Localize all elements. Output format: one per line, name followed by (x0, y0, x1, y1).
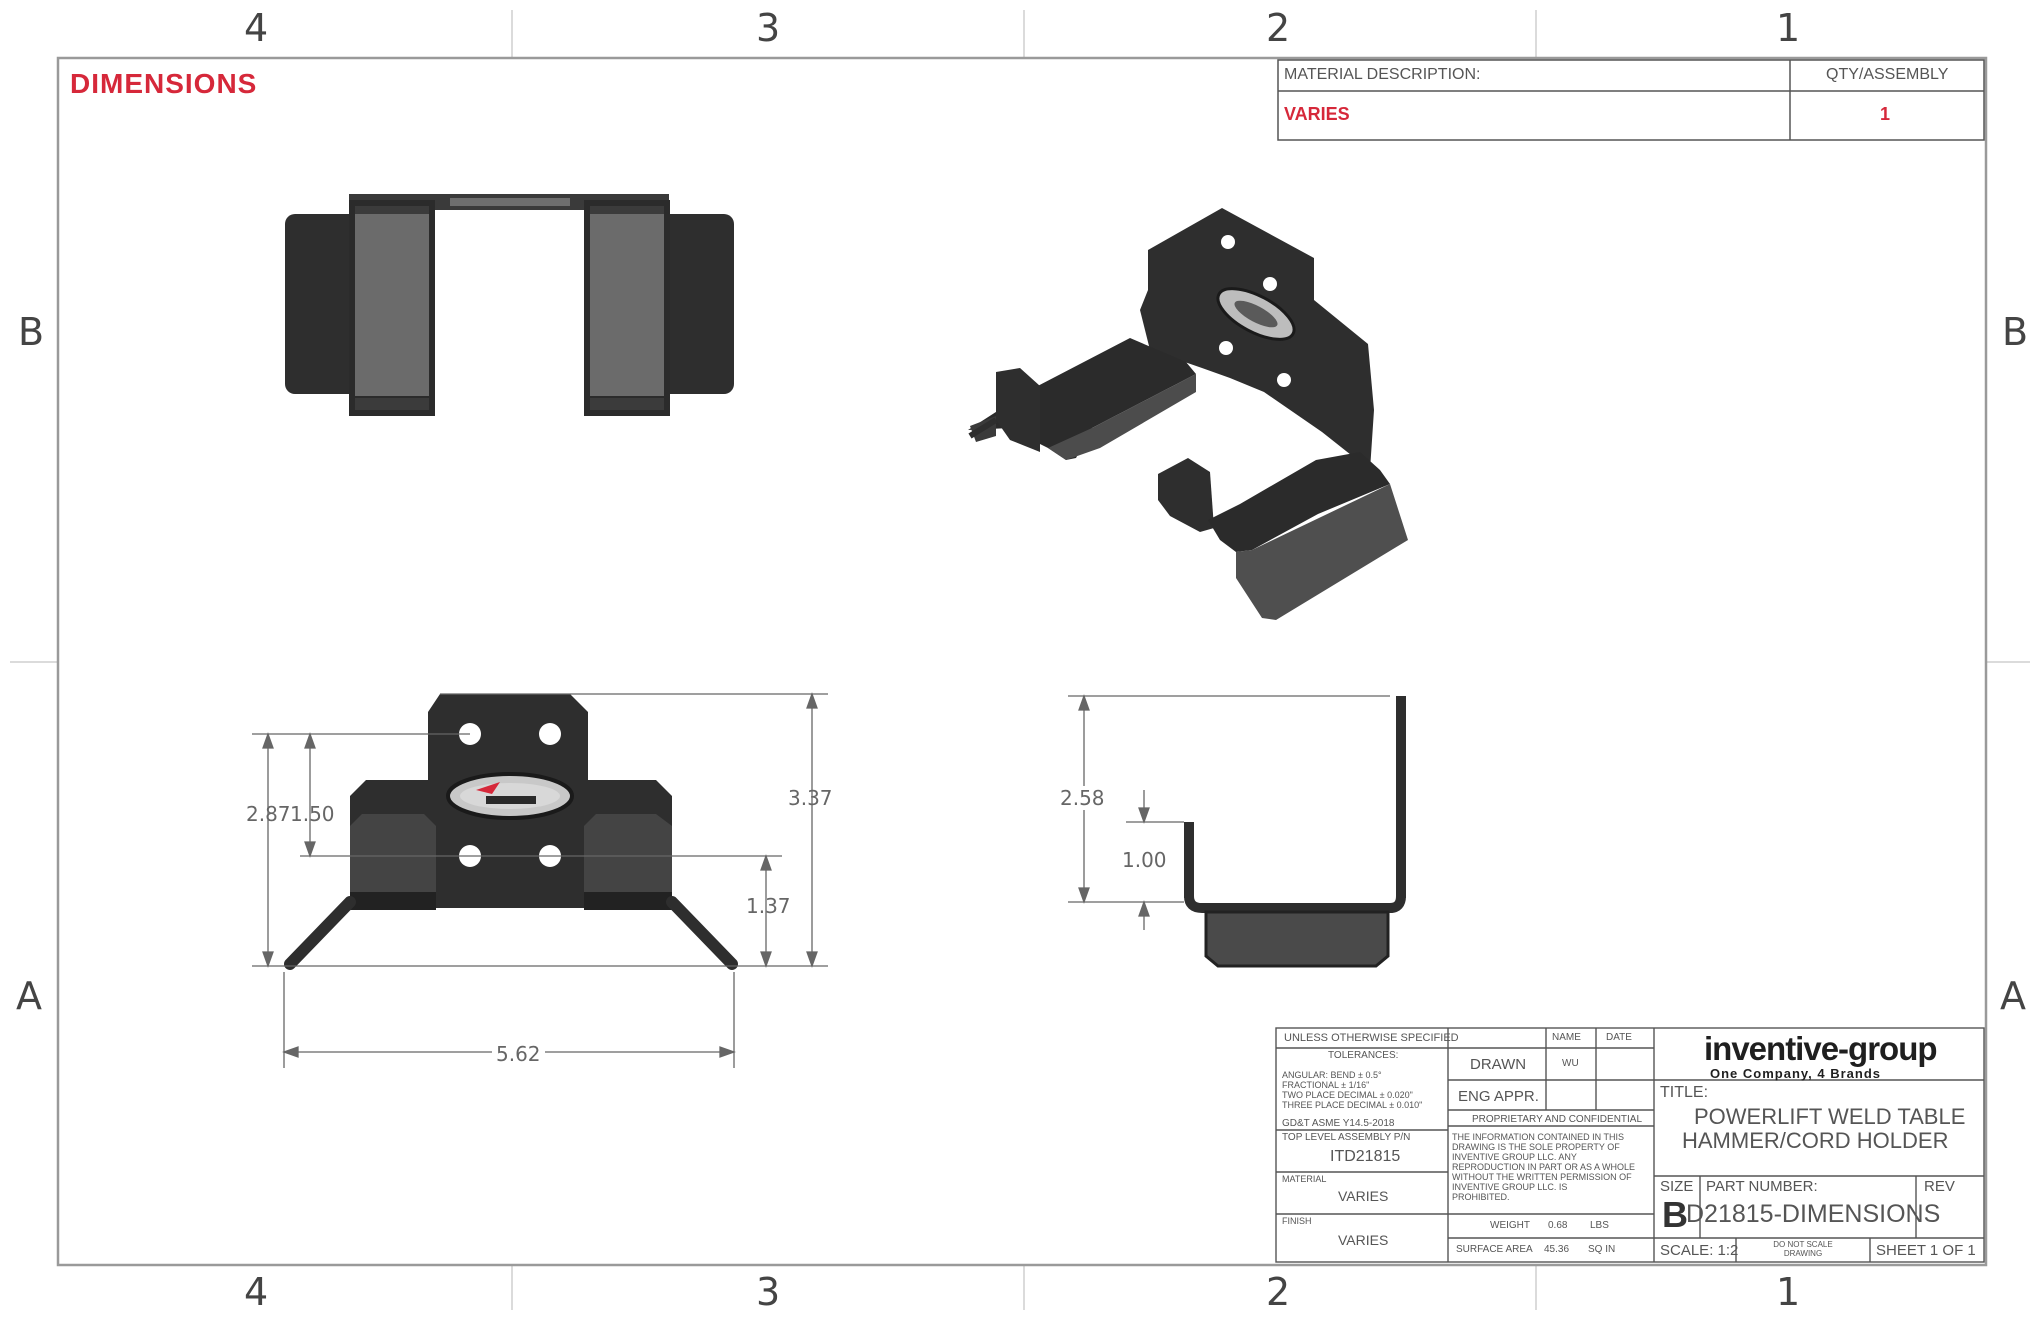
tolerance-two-place: TWO PLACE DECIMAL ± 0.020" (1282, 1090, 1413, 1100)
zone-col-3-top: 3 (756, 6, 781, 50)
proprietary-header: PROPRIETARY AND CONFIDENTIAL (1472, 1114, 1643, 1125)
dim-height: 2.87 (246, 802, 291, 826)
material-block (1277, 59, 1985, 141)
dim-hole-spacing: 1.50 (290, 802, 335, 826)
proprietary-line-1: THE INFORMATION CONTAINED IN THIS (1452, 1132, 1625, 1142)
proprietary-line-3: INVENTIVE GROUP LLC. ANY (1452, 1152, 1577, 1162)
dim-overall-height: 3.37 (788, 786, 833, 810)
name-header: NAME (1552, 1032, 1581, 1043)
title-line-2: HAMMER/CORD HOLDER (1682, 1128, 1949, 1153)
tolerance-fractional: FRACTIONAL ± 1/16" (1282, 1080, 1370, 1090)
zone-row-a-right: A (2000, 974, 2026, 1018)
proprietary-line-2: DRAWING IS THE SOLE PROPERTY OF (1452, 1142, 1620, 1152)
tolerances-label: TOLERANCES: (1328, 1050, 1399, 1061)
zone-col-2-top: 2 (1266, 6, 1291, 50)
zone-col-1-bottom: 1 (1776, 1270, 1801, 1314)
top-view (285, 194, 734, 416)
date-header: DATE (1606, 1032, 1632, 1043)
proprietary-line-4: REPRODUCTION IN PART OR AS A WHOLE (1452, 1162, 1636, 1172)
title-block (1275, 1027, 1985, 1263)
material-label: MATERIAL (1282, 1174, 1327, 1184)
dim-side-lip: 1.00 (1122, 848, 1167, 872)
eng-appr-label: ENG APPR. (1458, 1088, 1539, 1105)
material-desc-value: VARIES (1284, 104, 1350, 124)
surface-area-unit: SQ IN (1588, 1244, 1616, 1255)
qty-value: 1 (1880, 104, 1891, 124)
rev-label: REV (1924, 1178, 1955, 1195)
sheet-number: SHEET 1 OF 1 (1876, 1242, 1976, 1259)
size-label: SIZE (1660, 1178, 1694, 1195)
zone-col-3-bottom: 3 (756, 1270, 781, 1314)
side-view (1184, 696, 1406, 968)
do-not-scale: DO NOT SCALE DRAWING (1773, 1240, 1833, 1258)
isometric-view (968, 208, 1408, 620)
surface-area-value: 45.36 (1544, 1244, 1570, 1255)
part-number-label: PART NUMBER: (1706, 1178, 1818, 1195)
tolerance-angular: ANGULAR: BEND ± 0.5° (1282, 1070, 1382, 1080)
proprietary-line-7: PROHIBITED. (1452, 1192, 1510, 1202)
dim-side-height: 2.58 (1060, 786, 1105, 810)
tolerance-three-place: THREE PLACE DECIMAL ± 0.010" (1282, 1100, 1423, 1110)
qty-header: QTY/ASSEMBLY (1826, 66, 1949, 83)
unless-specified: UNLESS OTHERWISE SPECIFIED (1284, 1032, 1459, 1044)
weight-value: 0.68 (1548, 1220, 1568, 1231)
brand-logo: inventive-group (1704, 1030, 1938, 1067)
brand-tagline: One Company, 4 Brands (1710, 1066, 1882, 1081)
scale: SCALE: 1:2 (1660, 1242, 1739, 1259)
zone-row-b-right: B (2002, 310, 2029, 354)
zone-col-2-bottom: 2 (1266, 1270, 1291, 1314)
zone-row-a-left: A (16, 974, 42, 1018)
weight-label: WEIGHT (1490, 1220, 1530, 1231)
drawing-border (56, 56, 1988, 1267)
finish-label: FINISH (1282, 1216, 1312, 1226)
material-desc-header: MATERIAL DESCRIPTION: (1284, 66, 1481, 83)
drawn-name: WU (1562, 1058, 1579, 1069)
zone-col-4-top: 4 (244, 6, 269, 50)
top-level-label: TOP LEVEL ASSEMBLY P/N (1282, 1132, 1411, 1143)
part-number-value: D21815-DIMENSIONS (1686, 1200, 1941, 1228)
zone-col-4-bottom: 4 (244, 1270, 269, 1314)
proprietary-line-5: WITHOUT THE WRITTEN PERMISSION OF (1452, 1172, 1632, 1182)
surface-area-label: SURFACE AREA (1456, 1244, 1533, 1255)
zone-row-b-left: B (18, 310, 45, 354)
sheet-title: DIMENSIONS (70, 68, 258, 99)
top-level-value: ITD21815 (1330, 1148, 1401, 1165)
finish-value: VARIES (1338, 1232, 1389, 1248)
material-value: VARIES (1338, 1188, 1389, 1204)
title-label: TITLE: (1660, 1084, 1709, 1101)
proprietary-line-6: INVENTIVE GROUP LLC. IS (1452, 1182, 1568, 1192)
gdt-standard: GD&T ASME Y14.5-2018 (1282, 1118, 1395, 1129)
dim-lower-hole: 1.37 (746, 894, 791, 918)
front-view (284, 694, 738, 970)
weight-unit: LBS (1590, 1220, 1609, 1231)
size-value: B (1662, 1194, 1688, 1235)
drawn-label: DRAWN (1470, 1056, 1527, 1073)
dim-width: 5.62 (492, 1042, 545, 1066)
zone-col-1-top: 1 (1776, 6, 1801, 50)
title-line-1: POWERLIFT WELD TABLE (1694, 1104, 1966, 1129)
